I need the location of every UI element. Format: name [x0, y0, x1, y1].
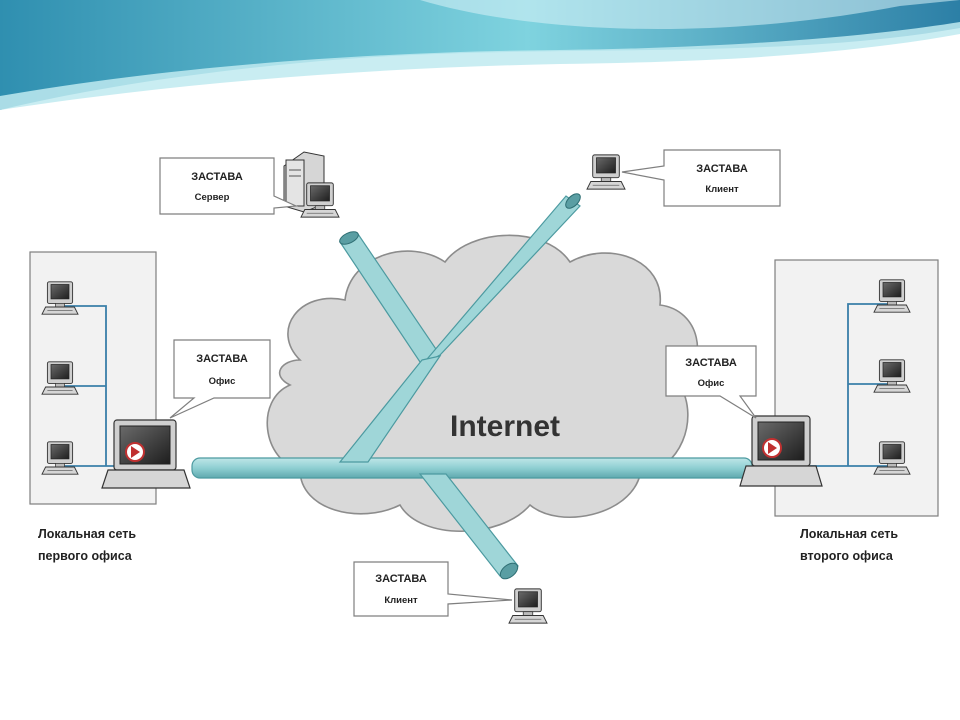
lan-right-pc-2-icon — [873, 359, 911, 393]
vpn-tunnels — [191, 193, 753, 580]
client-bottom-computer-icon — [508, 588, 548, 624]
lan-left-caption-line1: Локальная сеть — [38, 527, 136, 541]
callout-client-top-title: ЗАСТАВА — [696, 163, 748, 175]
slide-header-decoration — [0, 0, 960, 110]
callout-office-right-subtitle: Офис — [698, 378, 725, 389]
callout-office-left-subtitle: Офис — [209, 376, 236, 387]
callout-client-bottom: ЗАСТАВА Клиент — [353, 561, 513, 617]
callout-office-right-title: ЗАСТАВА — [685, 357, 737, 369]
lan-right-pc-1-icon — [873, 279, 911, 313]
callout-server-subtitle: Сервер — [195, 192, 230, 203]
callout-server: ЗАСТАВА Сервер — [159, 157, 299, 215]
lan-left-pc-3-icon — [41, 441, 79, 475]
lan-left-caption-line2: первого офиса — [38, 549, 133, 563]
callout-server-title: ЗАСТАВА — [191, 171, 243, 183]
office-right-gateway — [739, 415, 823, 487]
lan-right-caption-line1: Локальная сеть — [800, 527, 898, 541]
callout-client-bottom-subtitle: Клиент — [384, 595, 418, 606]
office-left-gateway — [101, 419, 191, 489]
internet-label: Internet — [450, 410, 560, 443]
callout-office-left: ЗАСТАВА Офис — [169, 339, 271, 419]
callout-client-top: ЗАСТАВА Клиент — [621, 149, 781, 207]
callout-office-right: ЗАСТАВА Офис — [665, 345, 757, 419]
lan-left-pc-2-icon — [41, 361, 79, 395]
lan-right-caption-line2: второго офиса — [800, 549, 894, 563]
callout-client-bottom-title: ЗАСТАВА — [375, 573, 427, 585]
lan-right-pc-3-icon — [873, 441, 911, 475]
callout-office-left-title: ЗАСТАВА — [196, 353, 248, 365]
server-monitor-icon — [300, 182, 340, 218]
internet-cloud — [266, 234, 699, 532]
lan-left-pc-1-icon — [41, 281, 79, 315]
callout-client-top-subtitle: Клиент — [705, 184, 739, 195]
client-top-computer-icon — [586, 154, 626, 190]
server-node — [283, 151, 340, 218]
